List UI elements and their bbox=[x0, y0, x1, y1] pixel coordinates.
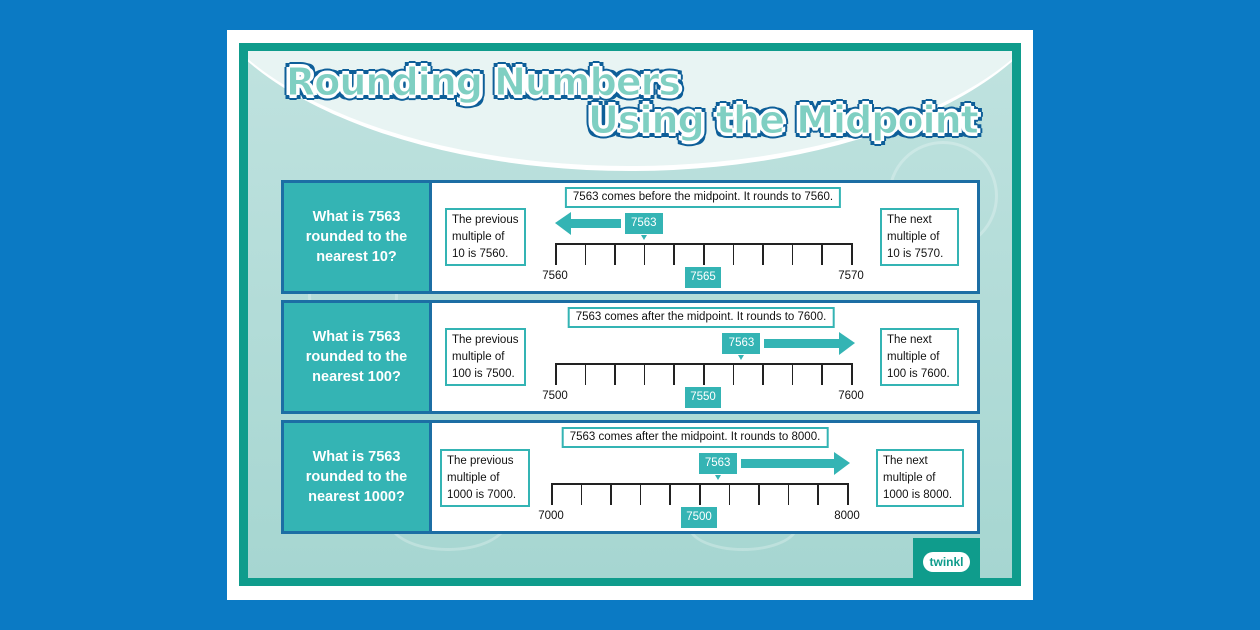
number-line-tick bbox=[732, 243, 735, 265]
right-arrow-icon bbox=[764, 339, 839, 348]
pointer-arrow-icon bbox=[640, 235, 647, 240]
number-line-tick bbox=[851, 363, 853, 385]
number-line-tick bbox=[703, 243, 705, 265]
number-line-tick bbox=[555, 363, 557, 385]
midpoint-label: 7550 bbox=[685, 387, 721, 408]
number-line-tick bbox=[639, 483, 642, 505]
start-label: 7500 bbox=[542, 390, 568, 402]
number-line-tick bbox=[791, 363, 794, 385]
previous-multiple-box: The previous multiple of 1000 is 7000. bbox=[440, 449, 530, 507]
number-line-tick bbox=[610, 483, 612, 505]
question-text: What is 7563 rounded to the nearest 1000… bbox=[284, 423, 432, 531]
right-arrowhead-icon bbox=[839, 332, 855, 355]
number-line-tick bbox=[758, 483, 760, 505]
midpoint-label: 7565 bbox=[685, 267, 721, 288]
title-line-1: Rounding Numbers bbox=[286, 60, 682, 105]
next-multiple-box: The next multiple of 100 is 7600. bbox=[880, 328, 959, 386]
end-label: 7570 bbox=[838, 270, 864, 282]
number-line-tick bbox=[699, 483, 701, 505]
midpoint-label: 7500 bbox=[681, 507, 717, 528]
previous-multiple-box: The previous multiple of 10 is 7560. bbox=[445, 208, 526, 266]
statement-box: 7563 comes after the midpoint. It rounds… bbox=[561, 427, 829, 448]
number-line-tick bbox=[673, 363, 675, 385]
question-text: What is 7563 rounded to the nearest 10? bbox=[284, 183, 432, 291]
number-line-tick bbox=[847, 483, 849, 505]
title-line-2: Using the Midpoint bbox=[588, 98, 980, 143]
pointer-arrow-icon bbox=[714, 475, 721, 480]
number-line-tick bbox=[584, 363, 587, 385]
number-line-tick bbox=[821, 243, 823, 265]
number-tag: 7563 bbox=[722, 333, 761, 354]
number-tag: 7563 bbox=[698, 453, 737, 474]
number-line-tick bbox=[551, 483, 553, 505]
number-tag: 7563 bbox=[624, 213, 663, 234]
number-line-tick bbox=[787, 483, 790, 505]
end-label: 8000 bbox=[834, 510, 860, 522]
number-line-tick bbox=[728, 483, 731, 505]
number-line-tick bbox=[762, 243, 764, 265]
number-line-tick bbox=[555, 243, 557, 265]
statement-box: 7563 comes before the midpoint. It round… bbox=[564, 187, 842, 208]
number-line-tick bbox=[821, 363, 823, 385]
twinkl-logo: twinkl bbox=[913, 538, 980, 586]
number-line-tick bbox=[762, 363, 764, 385]
number-line-tick bbox=[614, 363, 616, 385]
right-arrowhead-icon bbox=[834, 452, 850, 475]
number-line-tick bbox=[643, 243, 646, 265]
number-line-tick bbox=[580, 483, 583, 505]
left-arrowhead-icon bbox=[555, 212, 571, 235]
number-line-tick bbox=[791, 243, 794, 265]
next-multiple-box: The next multiple of 1000 is 8000. bbox=[876, 449, 964, 507]
number-line-tick bbox=[732, 363, 735, 385]
start-label: 7000 bbox=[538, 510, 564, 522]
question-text: What is 7563 rounded to the nearest 100? bbox=[284, 303, 432, 411]
pointer-arrow-icon bbox=[738, 355, 745, 360]
number-line-tick bbox=[669, 483, 671, 505]
number-line-tick bbox=[703, 363, 705, 385]
end-label: 7600 bbox=[838, 390, 864, 402]
next-multiple-box: The next multiple of 10 is 7570. bbox=[880, 208, 959, 266]
right-arrow-icon bbox=[740, 459, 834, 468]
number-line-tick bbox=[851, 243, 853, 265]
statement-box: 7563 comes after the midpoint. It rounds… bbox=[567, 307, 835, 328]
number-line-tick bbox=[673, 243, 675, 265]
start-label: 7560 bbox=[542, 270, 568, 282]
previous-multiple-box: The previous multiple of 100 is 7500. bbox=[445, 328, 526, 386]
number-line-tick bbox=[817, 483, 819, 505]
left-arrow-icon bbox=[569, 219, 621, 228]
number-line-tick bbox=[584, 243, 587, 265]
number-line-tick bbox=[614, 243, 616, 265]
number-line-tick bbox=[643, 363, 646, 385]
logo-text: twinkl bbox=[923, 552, 970, 572]
